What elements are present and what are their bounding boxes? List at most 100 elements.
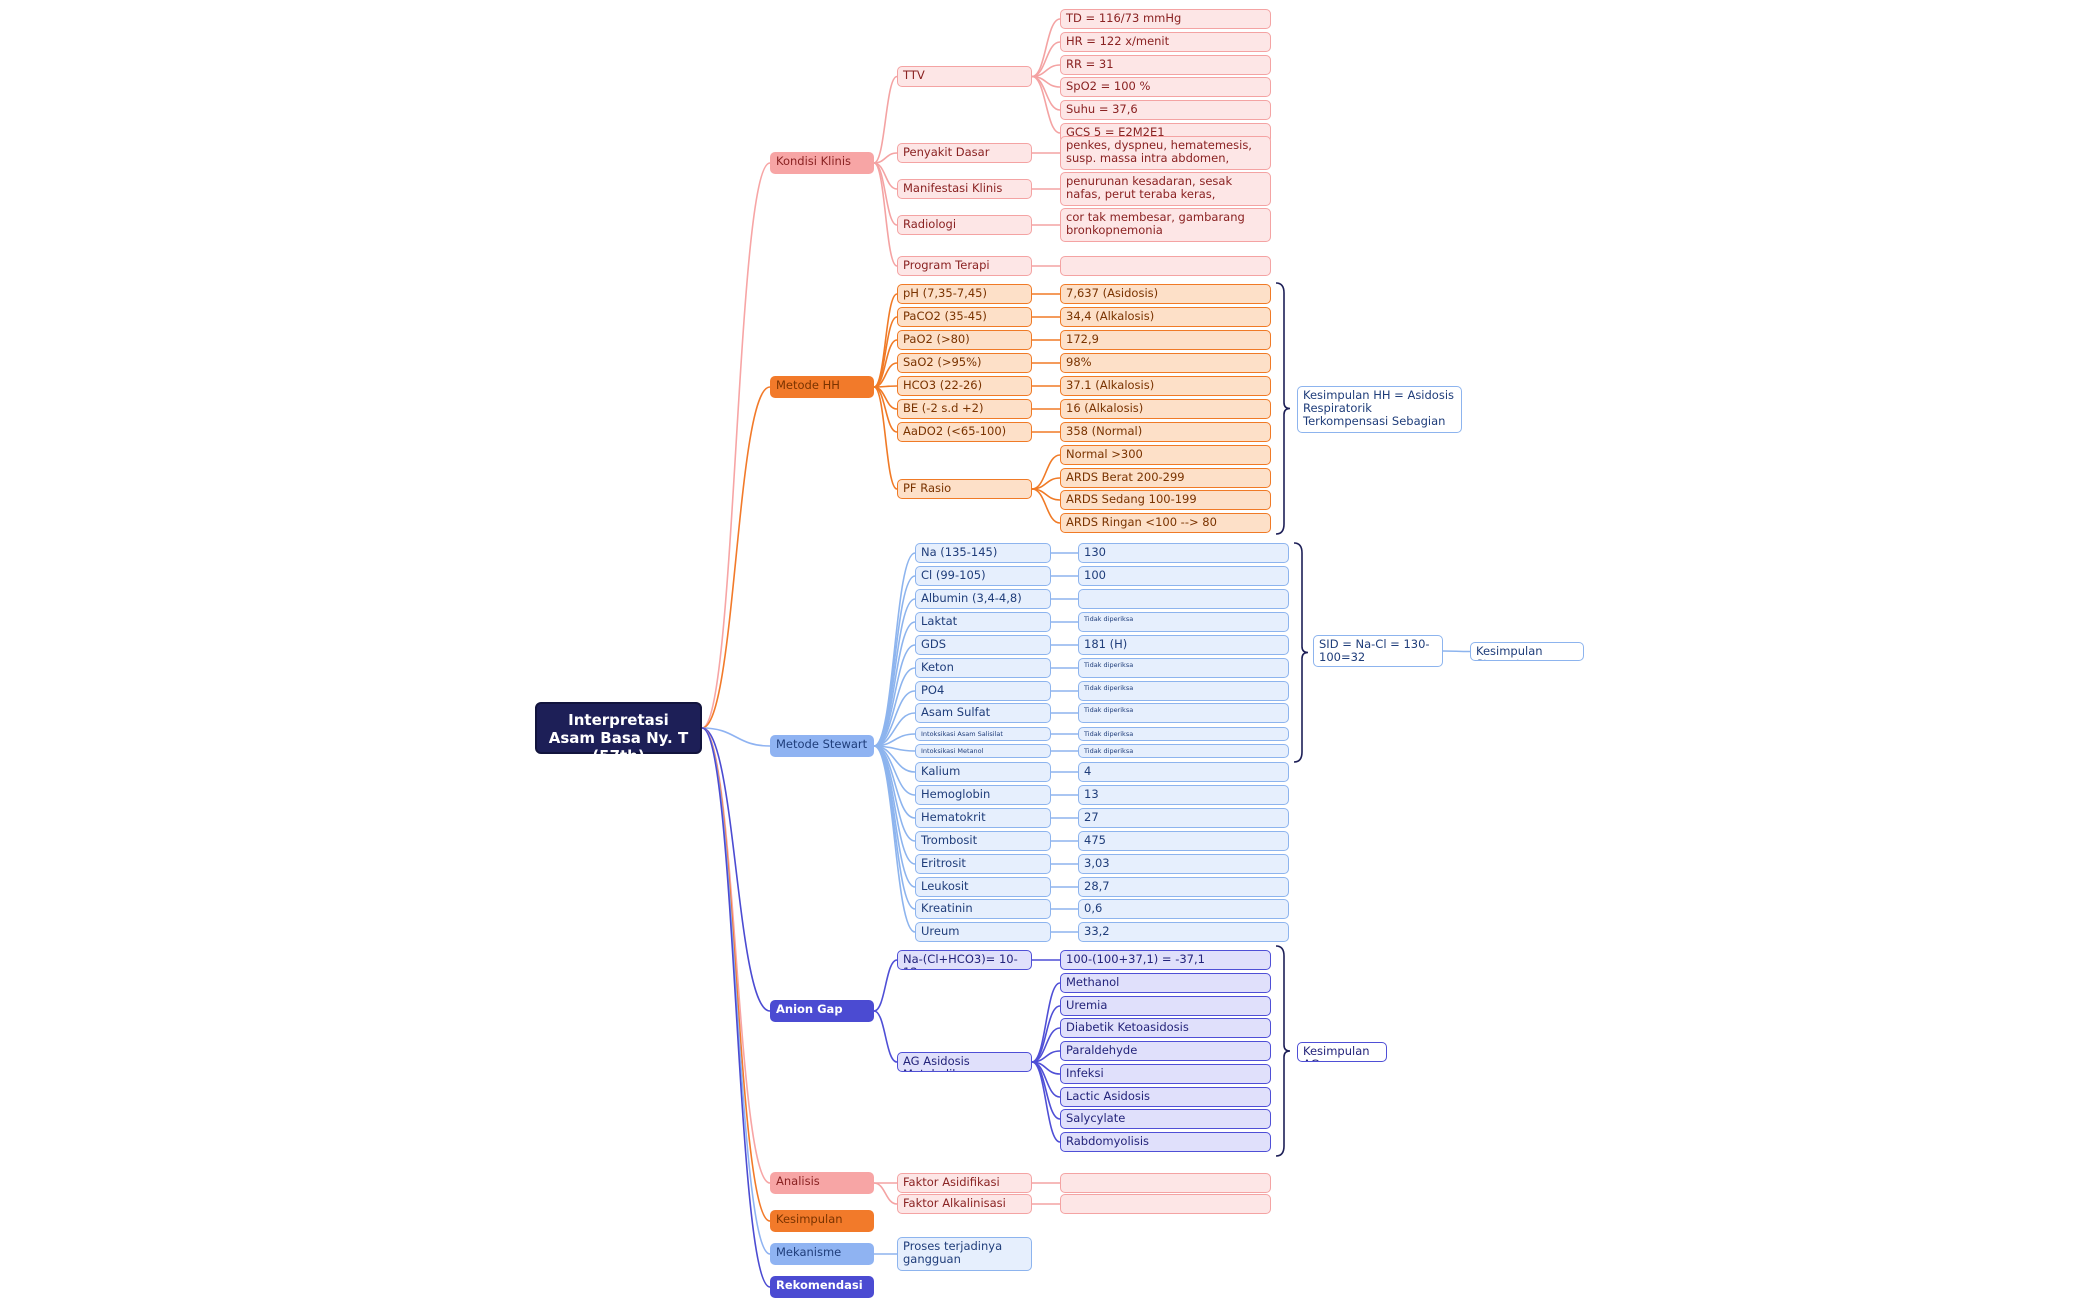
hh-value-hco3-22-26[interactable]: 37.1 (Alkalosis) (1060, 376, 1271, 396)
stewart-value-gds[interactable]: 181 (H) (1078, 635, 1289, 655)
ttv-td-116-73-mmhg[interactable]: TD = 116/73 mmHg (1060, 9, 1271, 29)
node-ag-formula[interactable]: Na-(Cl+HCO3)= 10-12 (897, 950, 1032, 970)
stewart-param-keton[interactable]: Keton (915, 658, 1051, 678)
root-topic[interactable]: Interpretasi Asam Basa Ny. T (57th) (535, 702, 702, 765)
kesimpulan-stewart[interactable]: Kesimpulan Stewart (1470, 642, 1584, 661)
branch-anion-gap[interactable]: Anion Gap (770, 1000, 874, 1022)
kesimpulan-hh[interactable]: Kesimpulan HH = Asidosis Respiratorik Te… (1297, 386, 1462, 433)
node-pf-rasio[interactable]: PF Rasio (897, 479, 1032, 499)
ttv-hr-122-x-menit[interactable]: HR = 122 x/menit (1060, 32, 1271, 52)
stewart-value-eritrosit[interactable]: 3,03 (1078, 854, 1289, 874)
branch-analisis[interactable]: Analisis (770, 1172, 874, 1194)
node-penyakit-dasar[interactable]: Penyakit Dasar (897, 143, 1032, 163)
stewart-param-hemoglobin[interactable]: Hemoglobin (915, 785, 1051, 805)
value-program-terapi[interactable] (1060, 256, 1271, 276)
stewart-value-trombosit[interactable]: 475 (1078, 831, 1289, 851)
kesimpulan-ag[interactable]: Kesimpulan AG (1297, 1042, 1387, 1062)
hh-value-aado2-65-100[interactable]: 358 (Normal) (1060, 422, 1271, 442)
ttv-rr-31[interactable]: RR = 31 (1060, 55, 1271, 75)
pf-normal-300[interactable]: Normal >300 (1060, 445, 1271, 465)
node-faktor-asidifikasi[interactable]: Faktor Asidifikasi (897, 1173, 1032, 1193)
stewart-param-trombosit[interactable]: Trombosit (915, 831, 1051, 851)
value-manifestasi-klinis[interactable]: penurunan kesadaran, sesak nafas, perut … (1060, 172, 1271, 206)
stewart-value-ureum[interactable]: 33,2 (1078, 922, 1289, 942)
value-ag-formula[interactable]: 100-(100+37,1) = -37,1 (1060, 950, 1271, 970)
node-ag-asidosis-metabolik[interactable]: AG Asidosis Metabolik (897, 1052, 1032, 1072)
stewart-param-kalium[interactable]: Kalium (915, 762, 1051, 782)
stewart-value-laktat[interactable]: Tidak diperiksa (1078, 612, 1289, 632)
stewart-value-leukosit[interactable]: 28,7 (1078, 877, 1289, 897)
stewart-param-albumin-3-4-4-8[interactable]: Albumin (3,4-4,8) (915, 589, 1051, 609)
value-penyakit-dasar[interactable]: penkes, dyspneu, hematemesis, susp. mass… (1060, 136, 1271, 170)
node-faktor-alkalinisasi[interactable]: Faktor Alkalinisasi (897, 1194, 1032, 1214)
node-program-terapi[interactable]: Program Terapi (897, 256, 1032, 276)
branch-metode-hh[interactable]: Metode HH (770, 376, 874, 398)
stewart-param-laktat[interactable]: Laktat (915, 612, 1051, 632)
stewart-param-asam-sulfat[interactable]: Asam Sulfat (915, 703, 1051, 723)
hh-param-paco2-35-45[interactable]: PaCO2 (35-45) (897, 307, 1032, 327)
node-ttv[interactable]: TTV (897, 66, 1032, 87)
hh-value-pao2-80[interactable]: 172,9 (1060, 330, 1271, 350)
branch-rekomendasi[interactable]: Rekomendasi (770, 1276, 874, 1298)
hh-value-paco2-35-45[interactable]: 34,4 (Alkalosis) (1060, 307, 1271, 327)
hh-param-be-2-s-d-2[interactable]: BE (-2 s.d +2) (897, 399, 1032, 419)
pf-ards-berat-200-299[interactable]: ARDS Berat 200-299 (1060, 468, 1271, 488)
node-radiologi[interactable]: Radiologi (897, 215, 1032, 235)
stewart-param-kreatinin-label: Kreatinin (921, 901, 973, 915)
stewart-value-albumin-3-4-4-8[interactable] (1078, 589, 1289, 609)
hh-value-be-2-s-d-2[interactable]: 16 (Alkalosis) (1060, 399, 1271, 419)
node-manifestasi-klinis[interactable]: Manifestasi Klinis (897, 179, 1032, 199)
ttv-suhu-37-6[interactable]: Suhu = 37,6 (1060, 100, 1271, 120)
stewart-value-kalium[interactable]: 4 (1078, 762, 1289, 782)
stewart-param-intoksikasi-metanol[interactable]: Intoksikasi Metanol (915, 744, 1051, 758)
hh-param-aado2-65-100[interactable]: AaDO2 (<65-100) (897, 422, 1032, 442)
ag-cause-uremia[interactable]: Uremia (1060, 996, 1271, 1016)
stewart-value-na-135-145[interactable]: 130 (1078, 543, 1289, 563)
node-proses-gangguan[interactable]: Proses terjadinya gangguan (897, 1237, 1032, 1271)
value-faktor-alkalinisasi[interactable] (1060, 1194, 1271, 1214)
hh-param-sao2-95[interactable]: SaO2 (>95%) (897, 353, 1032, 373)
stewart-param-hematokrit[interactable]: Hematokrit (915, 808, 1051, 828)
ag-cause-lactic-asidosis[interactable]: Lactic Asidosis (1060, 1087, 1271, 1107)
stewart-value-po4[interactable]: Tidak diperiksa (1078, 681, 1289, 701)
stewart-value-keton[interactable]: Tidak diperiksa (1078, 658, 1289, 678)
branch-kondisi-klinis[interactable]: Kondisi Klinis (770, 152, 874, 174)
stewart-value-hematokrit[interactable]: 27 (1078, 808, 1289, 828)
pf-ards-sedang-100-199[interactable]: ARDS Sedang 100-199 (1060, 490, 1271, 510)
stewart-value-hemoglobin[interactable]: 13 (1078, 785, 1289, 805)
ag-cause-rabdomyolisis[interactable]: Rabdomyolisis (1060, 1132, 1271, 1152)
ag-cause-methanol[interactable]: Methanol (1060, 973, 1271, 993)
node-sid[interactable]: SID = Na-Cl = 130-100=32 (1313, 635, 1443, 667)
stewart-param-kreatinin[interactable]: Kreatinin (915, 899, 1051, 919)
ag-cause-infeksi[interactable]: Infeksi (1060, 1064, 1271, 1084)
branch-mekanisme[interactable]: Mekanisme (770, 1243, 874, 1265)
stewart-param-eritrosit[interactable]: Eritrosit (915, 854, 1051, 874)
hh-param-ph-7-35-7-45[interactable]: pH (7,35-7,45) (897, 284, 1032, 304)
branch-kesimpulan[interactable]: Kesimpulan (770, 1210, 874, 1232)
hh-param-pao2-80[interactable]: PaO2 (>80) (897, 330, 1032, 350)
pf-ards-ringan-100-80[interactable]: ARDS Ringan <100 --> 80 (1060, 513, 1271, 533)
hh-value-sao2-95[interactable]: 98% (1060, 353, 1271, 373)
stewart-param-cl-99-105[interactable]: Cl (99-105) (915, 566, 1051, 586)
stewart-value-gds-label: 181 (H) (1084, 637, 1128, 651)
stewart-param-na-135-145[interactable]: Na (135-145) (915, 543, 1051, 563)
hh-value-ph-7-35-7-45[interactable]: 7,637 (Asidosis) (1060, 284, 1271, 304)
stewart-value-kreatinin[interactable]: 0,6 (1078, 899, 1289, 919)
stewart-param-intoksikasi-asam-salisilat[interactable]: Intoksikasi Asam Salisilat (915, 727, 1051, 741)
stewart-value-cl-99-105[interactable]: 100 (1078, 566, 1289, 586)
stewart-value-asam-sulfat[interactable]: Tidak diperiksa (1078, 703, 1289, 723)
stewart-value-intoksikasi-metanol[interactable]: Tidak diperiksa (1078, 744, 1289, 758)
stewart-param-gds[interactable]: GDS (915, 635, 1051, 655)
hh-param-hco3-22-26[interactable]: HCO3 (22-26) (897, 376, 1032, 396)
stewart-param-ureum[interactable]: Ureum (915, 922, 1051, 942)
value-faktor-asidifikasi[interactable] (1060, 1173, 1271, 1193)
ag-cause-diabetik-ketoasidosis[interactable]: Diabetik Ketoasidosis (1060, 1018, 1271, 1038)
value-radiologi[interactable]: cor tak membesar, gambarang bronkopnemon… (1060, 208, 1271, 242)
ttv-spo2-100[interactable]: SpO2 = 100 % (1060, 77, 1271, 97)
stewart-param-leukosit[interactable]: Leukosit (915, 877, 1051, 897)
branch-metode-stewart[interactable]: Metode Stewart (770, 735, 874, 757)
stewart-param-po4[interactable]: PO4 (915, 681, 1051, 701)
ag-cause-salycylate[interactable]: Salycylate (1060, 1109, 1271, 1129)
stewart-value-intoksikasi-asam-salisilat[interactable]: Tidak diperiksa (1078, 727, 1289, 741)
ag-cause-paraldehyde[interactable]: Paraldehyde (1060, 1041, 1271, 1061)
